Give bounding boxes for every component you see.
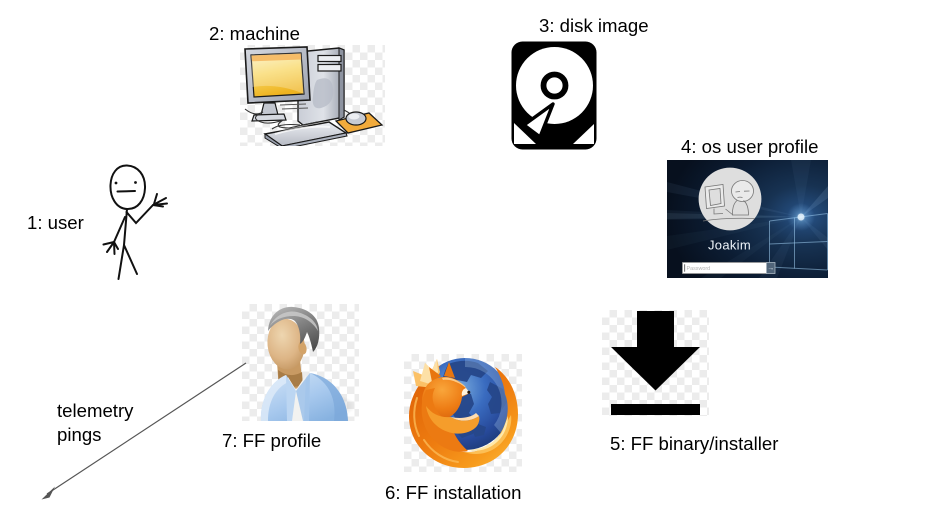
svg-text:→: → (767, 265, 774, 272)
svg-text:Joakim: Joakim (708, 238, 751, 253)
svg-text:Password: Password (687, 266, 711, 272)
